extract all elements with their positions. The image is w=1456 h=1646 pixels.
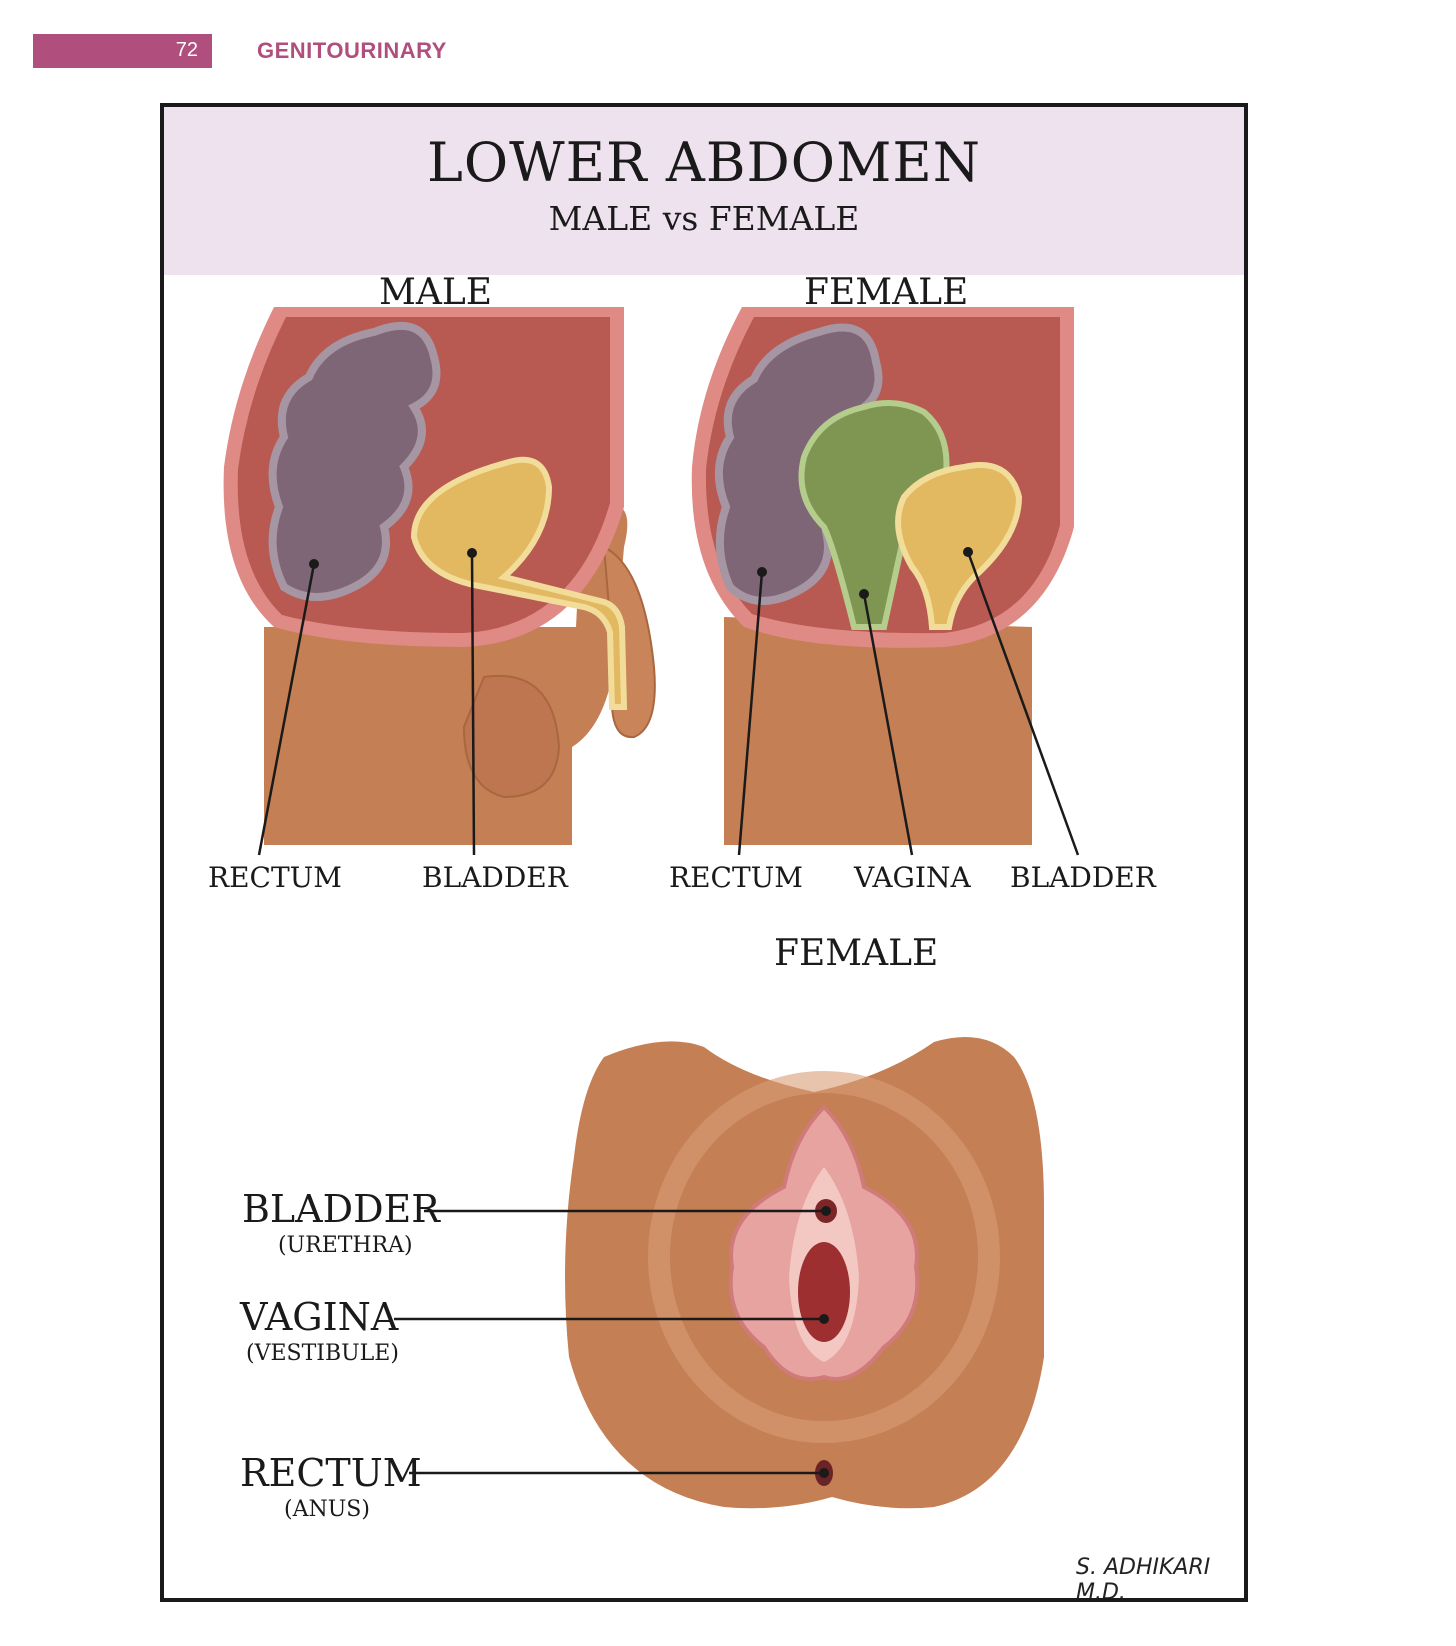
vaginal-opening [798,1242,850,1342]
external-sublabel-urethra: (URETHRA) [278,1233,413,1258]
female-label-bladder: BLADDER [1010,861,1156,894]
female-bladder [895,462,1023,630]
title-box: LOWER ABDOMEN MALE vs FEMALE [164,107,1244,275]
female-external-illustration [394,1037,1044,1509]
external-sublabel-anus: (ANUS) [284,1497,370,1522]
female-vagina-leader [862,593,914,856]
female-label-rectum: RECTUM [669,861,803,894]
figure-frame: LOWER ABDOMEN MALE vs FEMALE [160,103,1248,1602]
female-rectum-leader [737,571,764,856]
figure-title: LOWER ABDOMEN [426,131,982,194]
female-heading: FEMALE [804,272,969,313]
female-rectum [714,323,883,605]
labia-majora-fold [648,1071,1000,1443]
male-bladder-leader [470,552,476,856]
external-sublabel-vestibule: (VESTIBULE) [246,1341,399,1366]
figure-subtitle: MALE vs FEMALE [548,199,860,238]
female-sagittal-illustration [691,307,1080,856]
external-heading: FEMALE [774,933,939,974]
male-label-rectum: RECTUM [208,861,342,894]
external-label-bladder: BLADDER [242,1187,440,1231]
male-bladder [410,456,628,710]
page-number-bar: 72 [33,34,212,68]
artist-signature: S. ADHIKARI M.D. [1076,1555,1211,1602]
page-number: 72 [175,39,198,61]
external-label-vagina: VAGINA [240,1295,399,1339]
female-skin [724,617,1032,845]
anatomy-illustration [223,307,1080,1509]
male-label-bladder: BLADDER [422,861,568,894]
male-rectum [268,321,441,601]
section-title: GENITOURINARY [257,38,447,63]
external-label-rectum: RECTUM [240,1451,422,1495]
male-sagittal-illustration [223,307,656,856]
female-vagina [798,400,950,630]
female-bladder-leader [966,551,1080,856]
male-heading: MALE [379,272,493,313]
male-rectum-leader [257,563,316,856]
female-label-vagina: VAGINA [854,861,971,894]
